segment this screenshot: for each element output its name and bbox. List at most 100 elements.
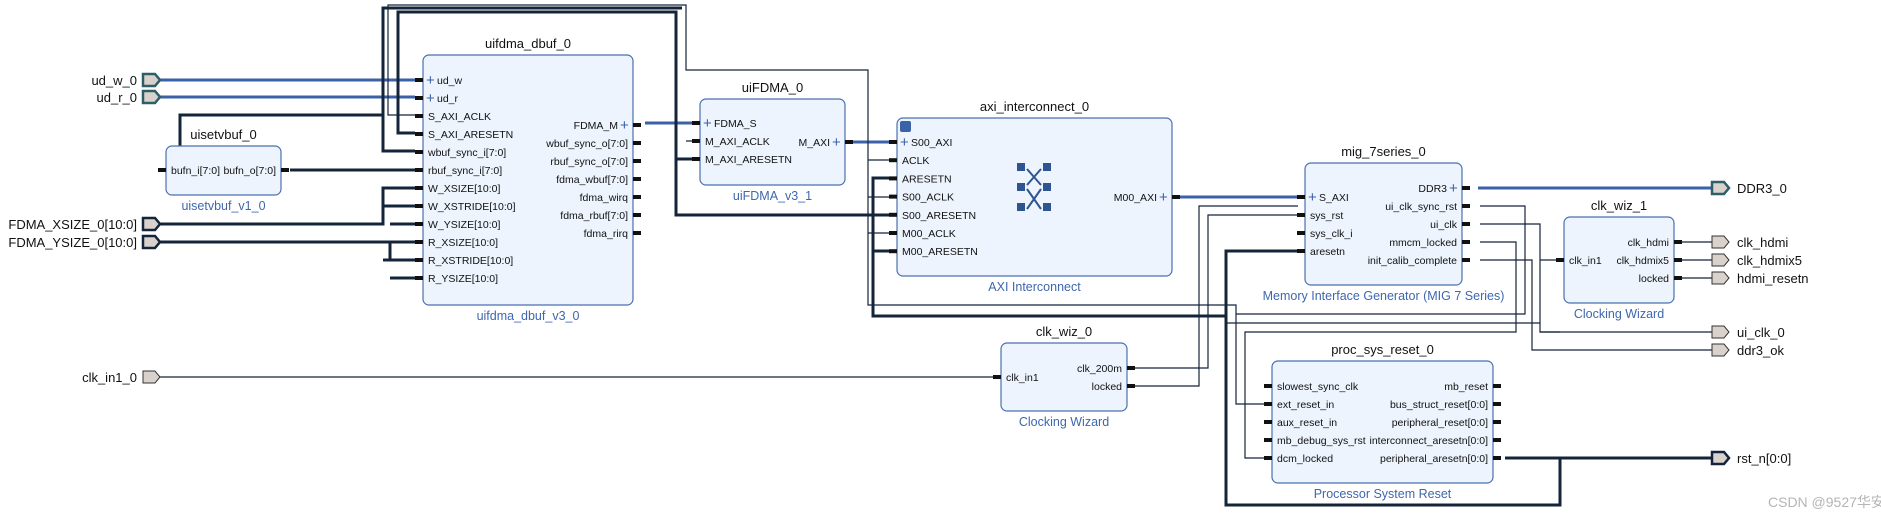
pin-stub[interactable] <box>415 168 423 172</box>
pin-stub[interactable] <box>1264 402 1272 406</box>
pin-stub[interactable] <box>415 132 423 136</box>
pin-stub[interactable] <box>1462 222 1470 226</box>
net-init-calib[interactable] <box>1480 259 1712 351</box>
output-port-ddr3_0[interactable]: DDR3_0 <box>1710 180 1787 196</box>
net-mmcm-locked[interactable] <box>1244 241 1517 459</box>
pin-stub[interactable] <box>1264 420 1272 424</box>
pin-stub[interactable] <box>1172 195 1180 199</box>
expand-plus-icon[interactable]: + <box>900 134 909 151</box>
pin-stub[interactable] <box>889 249 897 254</box>
pin-stub[interactable] <box>633 213 641 217</box>
pin-stub[interactable] <box>692 157 700 161</box>
pin-stub[interactable] <box>1462 186 1470 190</box>
pin-stub[interactable] <box>415 204 423 208</box>
pin-stub[interactable] <box>633 231 641 235</box>
expand-plus-icon[interactable]: + <box>1449 180 1458 197</box>
pin-stub[interactable] <box>415 96 423 100</box>
pin-stub[interactable] <box>281 168 289 172</box>
block-uiFDMA_0[interactable]: uiFDMA_0uiFDMA_v3_1+FDMA_SM_AXI_ACLKM_AX… <box>692 80 853 203</box>
output-port-ui_clk_0[interactable]: ui_clk_0 <box>1711 325 1785 340</box>
output-port-ddr3_ok[interactable]: ddr3_ok <box>1711 343 1784 358</box>
input-port-ud_w_0[interactable]: ud_w_0 <box>91 72 162 88</box>
pin-stub[interactable] <box>1674 258 1682 262</box>
pin-stub[interactable] <box>633 123 641 127</box>
pin-stub[interactable] <box>692 139 700 143</box>
pin-stub[interactable] <box>993 375 1001 379</box>
pin-stub[interactable] <box>1264 456 1272 460</box>
input-port-fdma_xsize_0[interactable]: FDMA_XSIZE_0[10:0] <box>8 216 162 232</box>
pin-stub[interactable] <box>889 140 897 144</box>
net-locked[interactable] <box>1135 205 1298 387</box>
pin-stub[interactable] <box>415 258 423 262</box>
pin-stub[interactable] <box>633 177 641 181</box>
pin-stub[interactable] <box>415 150 423 154</box>
net-peripheral-aresetn[interactable] <box>871 176 1562 507</box>
pin-stub[interactable] <box>1127 366 1135 370</box>
pin-stub[interactable] <box>415 78 423 82</box>
output-port-clk_hdmix5[interactable]: clk_hdmix5 <box>1711 253 1802 268</box>
output-port-clk_hdmi[interactable]: clk_hdmi <box>1711 235 1788 250</box>
pin-stub[interactable] <box>633 141 641 145</box>
input-port-fdma_ysize_0[interactable]: FDMA_YSIZE_0[10:0] <box>8 234 162 250</box>
expand-plus-icon[interactable]: + <box>1159 189 1168 206</box>
pin-stub[interactable] <box>158 168 166 172</box>
pin-stub[interactable] <box>1493 438 1501 442</box>
pin-stub[interactable] <box>633 195 641 199</box>
expand-plus-icon[interactable]: + <box>1308 189 1317 206</box>
expand-plus-icon[interactable]: + <box>703 115 712 132</box>
pin-stub[interactable] <box>1493 402 1501 406</box>
pin-stub[interactable] <box>889 212 897 217</box>
net-mig-aresetn[interactable] <box>1224 249 1298 316</box>
input-port-ud_r_0[interactable]: ud_r_0 <box>97 89 162 105</box>
pin-stub[interactable] <box>415 276 423 280</box>
pin-stub[interactable] <box>845 140 853 144</box>
block-ip-name: uifdma_dbuf_v3_0 <box>477 309 580 323</box>
net-hdmi[interactable] <box>1682 241 1712 279</box>
pin-stub[interactable] <box>889 194 897 199</box>
pin-stub[interactable] <box>1297 231 1305 235</box>
output-port-rst_n[interactable]: rst_n[0:0] <box>1710 450 1791 466</box>
expand-plus-icon[interactable]: + <box>620 117 629 134</box>
pin-stub[interactable] <box>415 114 423 118</box>
pin-stub[interactable] <box>1674 240 1682 244</box>
net-fdma-size[interactable] <box>160 186 415 280</box>
pin-stub[interactable] <box>1674 276 1682 280</box>
block-uisetvbuf_0[interactable]: uisetvbuf_0uisetvbuf_v1_0bufn_i[7:0]bufn… <box>158 127 289 213</box>
pin-stub[interactable] <box>1556 258 1564 262</box>
net-ui-clk[interactable] <box>387 4 1266 405</box>
pin-stub[interactable] <box>1127 384 1135 388</box>
pin-stub[interactable] <box>1264 384 1272 388</box>
expand-plus-icon[interactable]: + <box>426 90 435 107</box>
pin-stub[interactable] <box>415 222 423 226</box>
pin-stub[interactable] <box>1493 456 1501 460</box>
expand-plus-icon[interactable]: + <box>832 134 841 151</box>
pin-stub[interactable] <box>1297 249 1305 253</box>
pin-stub[interactable] <box>1493 384 1501 388</box>
net-clk-200m[interactable] <box>1135 214 1298 369</box>
pin-stub[interactable] <box>1462 240 1470 244</box>
pin-stub[interactable] <box>889 176 897 181</box>
pin-stub[interactable] <box>1297 213 1305 217</box>
output-port-hdmi_resetn[interactable]: hdmi_resetn <box>1711 271 1809 286</box>
pin-stub[interactable] <box>889 231 897 235</box>
pin-stub[interactable] <box>633 159 641 163</box>
block-uifdma_dbuf_0[interactable]: uifdma_dbuf_0uifdma_dbuf_v3_0+ud_w+ud_rS… <box>415 36 641 323</box>
pin-stub[interactable] <box>415 186 423 190</box>
pin-stub[interactable] <box>692 121 700 125</box>
pin-stub[interactable] <box>889 158 897 163</box>
pin-stub[interactable] <box>1493 420 1501 424</box>
pin-stub[interactable] <box>1462 258 1470 262</box>
input-port-clk_in1_0[interactable]: clk_in1_0 <box>82 370 161 385</box>
pin-stub[interactable] <box>1264 438 1272 442</box>
expand-plus-icon[interactable]: + <box>426 72 435 89</box>
pin-stub[interactable] <box>1297 195 1305 199</box>
expand-block-icon[interactable] <box>900 121 911 132</box>
pin-stub[interactable] <box>415 240 423 244</box>
pin-stub[interactable] <box>1462 204 1470 208</box>
